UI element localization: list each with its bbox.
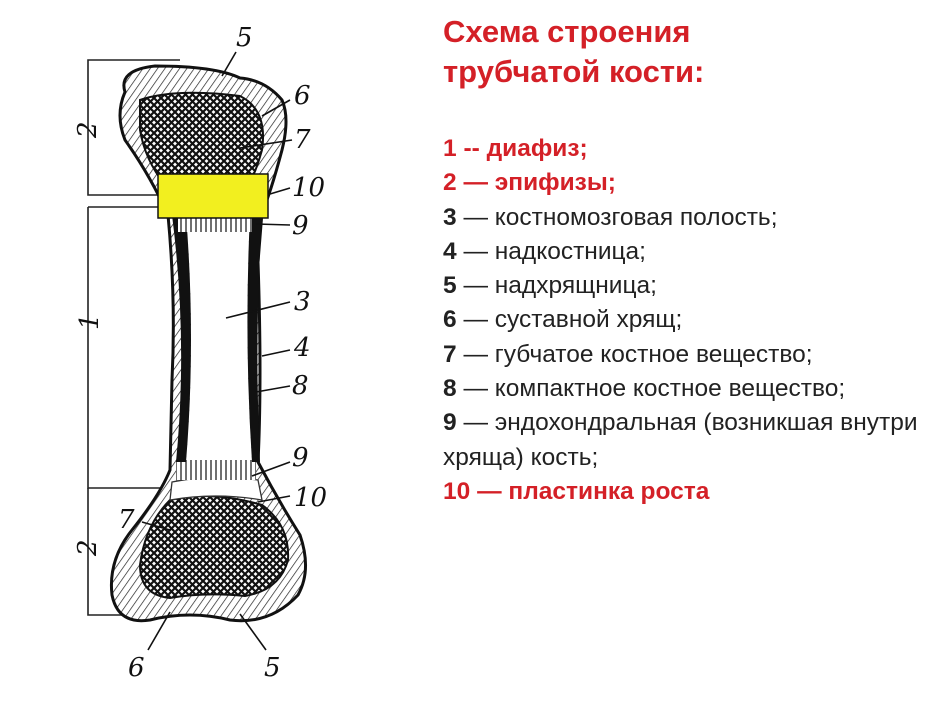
legend-separator: — [456,306,495,334]
legend-separator: — [456,409,495,437]
legend-number: 8 [443,375,457,403]
marrow-cavity [186,215,252,460]
legend-separator: — [456,169,495,197]
legend-item: 9 — эндохондральная (возникшая внутри хр… [443,406,923,475]
label-4: 4 [293,333,311,363]
legend-separator: — [456,237,495,265]
legend-number: 5 [443,272,457,300]
legend-text: эндохондральная (возникшая внутри хряща)… [443,409,918,471]
legend-number: 7 [443,340,457,368]
label-5-top: 5 [236,23,253,53]
bottom-growth-plate [169,476,263,501]
label-9-bottom: 9 [292,443,309,473]
legend-text: надхрящница; [494,272,657,300]
legend-separator: — [456,203,495,231]
legend-number: 9 [443,409,457,437]
legend-item: 7 — губчатое костное вещество; [443,338,923,372]
legend-separator: — [456,375,495,403]
legend-list: 1 -- диафиз;2 — эпифизы;3 — костномозгов… [443,132,923,509]
legend-text: суставной хрящ; [494,306,683,334]
label-10-top: 10 [292,173,325,203]
growth-plate-highlight [157,173,269,219]
top-endochondral-stripes [178,216,252,232]
legend-separator: -- [456,135,487,162]
top-spongy-bone [139,91,264,186]
label-7-top: 7 [294,125,311,155]
legend-separator: — [470,477,509,505]
legend-text: надкостница; [494,237,646,265]
legend-separator: — [456,340,495,368]
legend-number: 4 [443,237,457,265]
compact-bone-right [247,215,262,462]
bone-diagram: 5 6 7 10 9 3 4 8 9 10 7 6 5 2 1 2 [73,23,327,683]
label-10-bottom: 10 [294,483,327,513]
legend-text: диафиз; [486,135,588,162]
legend-number: 1 [443,135,457,162]
legend-item: 6 — суставной хрящ; [443,303,923,337]
label-6-top: 6 [294,81,311,111]
label-7-bottom: 7 [118,505,135,535]
legend-item: 10 — пластинка роста [443,475,923,509]
compact-bone-left [172,215,191,462]
legend-item: 8 — компактное костное вещество; [443,372,923,406]
label-8: 8 [292,371,309,401]
title-line-1: Схема строения [443,14,691,49]
legend-text: эпифизы; [494,169,616,197]
bottom-endochondral-stripes [176,460,256,480]
label-5-bottom: 5 [264,653,281,683]
legend-item: 2 — эпифизы; [443,166,923,200]
legend-text: костномозговая полость; [494,203,778,231]
legend-number: 2 [443,169,457,197]
legend-text: пластинка роста [508,477,710,505]
legend-item: 5 — надхрящница; [443,269,923,303]
label-2-bottom: 2 [73,539,103,557]
leader-lines [141,51,293,651]
legend-number: 10 [443,477,471,505]
label-6-bottom: 6 [128,653,145,683]
legend-number: 3 [443,203,457,231]
legend-separator: — [456,272,495,300]
label-3: 3 [294,287,311,317]
legend-text: компактное костное вещество; [494,375,846,403]
label-9-top: 9 [292,211,309,241]
label-2-top: 2 [73,121,103,139]
legend-text: губчатое костное вещество; [494,340,813,368]
bottom-spongy-bone [138,495,290,600]
label-1: 1 [75,313,105,330]
legend-item: 4 — надкостница; [443,235,923,269]
diagram-title: Схема строения трубчатой кости: [443,12,923,92]
legend-number: 6 [443,306,457,334]
legend-item: 3 — костномозговая полость; [443,201,923,235]
title-line-2: трубчатой кости: [443,54,705,89]
legend-item: 1 -- диафиз; [443,132,923,166]
